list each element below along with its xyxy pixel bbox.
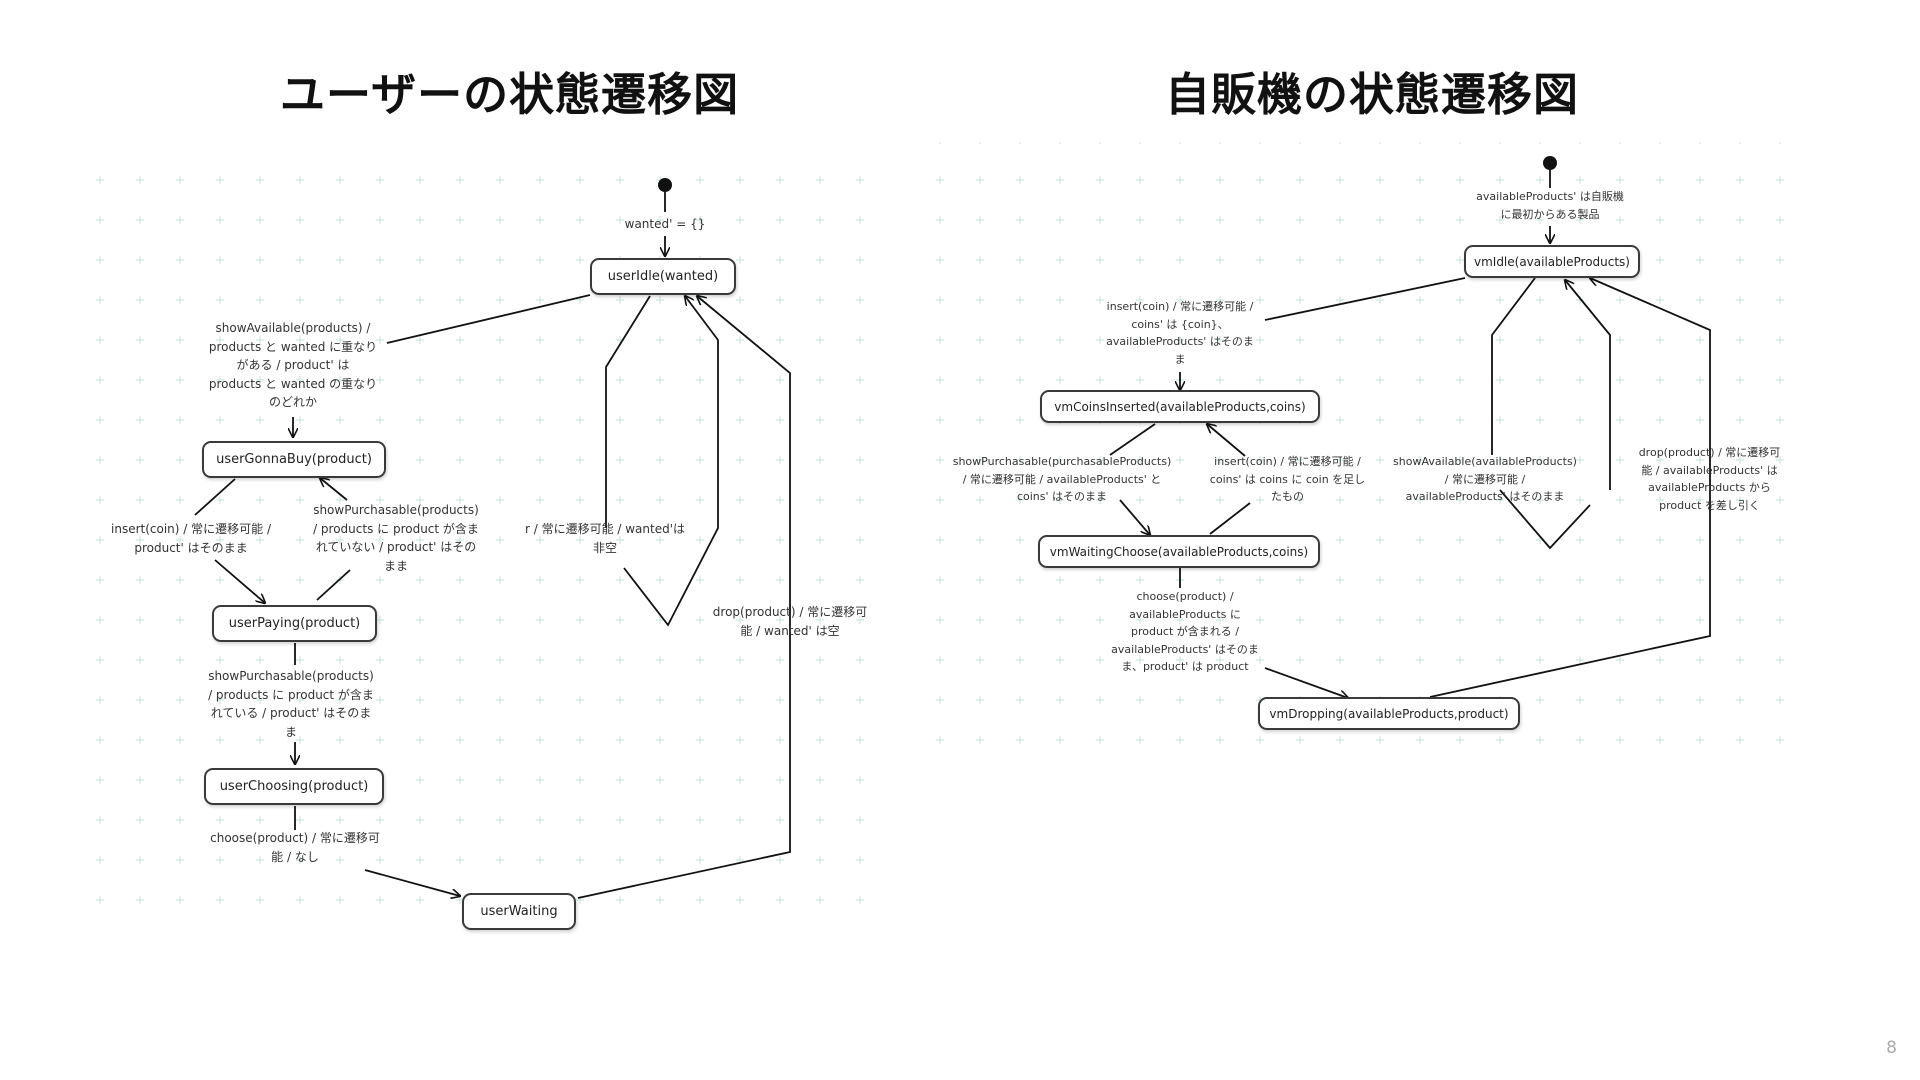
vm-insert-coin-first-label: insert(coin) / 常に遷移可能 / coins' は {coin}、…: [1106, 300, 1254, 366]
vm-insert-coin-more-label: insert(coin) / 常に遷移可能 / coins' は coins に…: [1209, 455, 1366, 503]
vm-drop-label: drop(product) / 常に遷移可 能 / availableProdu…: [1638, 446, 1781, 512]
user-paying-state: userPaying(product): [212, 605, 377, 642]
user-initial-state: [658, 178, 672, 192]
user-idle-state: userIdle(wanted): [590, 258, 736, 295]
user-show-purchasable-not-label: showPurchasable(products) / products に p…: [313, 503, 479, 573]
user-waiting-state: userWaiting: [462, 893, 576, 930]
vm-initial-state: [1543, 156, 1557, 170]
user-choose-label: choose(product) / 常に遷移可 能 / なし: [210, 831, 380, 864]
vm-initial-label: availableProducts' は自販機 に最初からある製品: [1476, 190, 1624, 221]
user-diagram-title: ユーザーの状態遷移図: [280, 68, 740, 121]
vm-dropping-state: vmDropping(availableProducts,product): [1258, 697, 1520, 730]
user-gonna-buy-state: userGonnaBuy(product): [202, 441, 386, 478]
vm-waiting-choose-state: vmWaitingChoose(availableProducts,coins): [1038, 535, 1320, 568]
vm-show-available-label: showAvailable(availableProducts) / 常に遷移可…: [1393, 455, 1577, 503]
user-show-available-label: showAvailable(products) / products と wan…: [208, 321, 378, 409]
user-self-loop-label: r / 常に遷移可能 / wanted'は 非空: [524, 522, 686, 555]
vm-show-purchasable-label: showPurchasable(purchasableProducts) / 常…: [952, 455, 1172, 503]
vm-choose-label: choose(product) / availableProducts に pr…: [1111, 590, 1259, 673]
user-insert-coin-label: insert(coin) / 常に遷移可能 / product' はそのまま: [111, 522, 271, 555]
vm-idle-state: vmIdle(availableProducts): [1464, 245, 1640, 278]
vm-coins-inserted-state: vmCoinsInserted(availableProducts,coins): [1040, 390, 1320, 423]
user-choosing-state: userChoosing(product): [204, 768, 384, 805]
user-initial-label: wanted' = {}: [624, 217, 706, 231]
page-number: 8: [1886, 1038, 1897, 1058]
vm-diagram-title: 自販機の状態遷移図: [1165, 68, 1580, 121]
user-drop-label: drop(product) / 常に遷移可 能 / wanted' は空: [712, 605, 868, 638]
user-show-purchasable-yes-label: showPurchasable(products) / products に p…: [208, 669, 374, 739]
